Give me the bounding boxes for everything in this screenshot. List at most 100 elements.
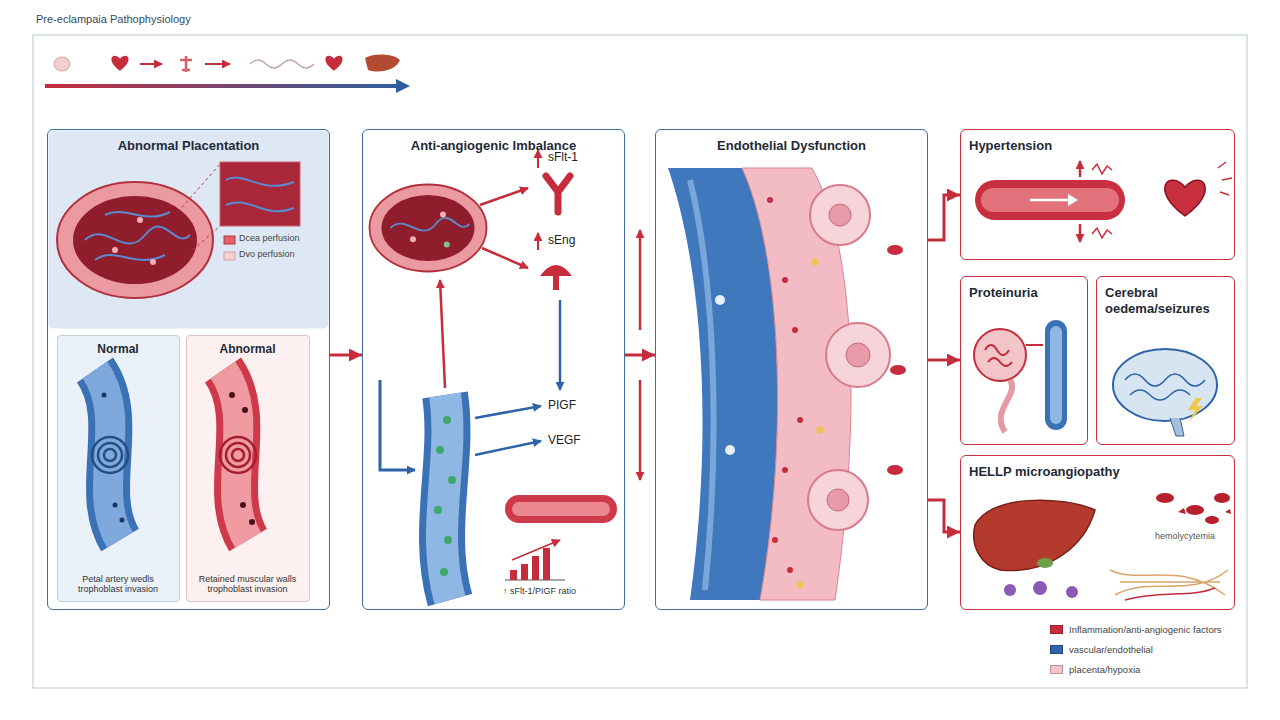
legend-row: Inflammation/anti-angiogenic factors [1050, 619, 1222, 639]
factor-arrows [475, 441, 541, 455]
timeline-icons [180, 56, 192, 72]
endothelium-drawing [797, 417, 803, 423]
factor-name: sFlt-1 [548, 150, 578, 164]
flow-arrow [625, 354, 655, 357]
placenta-drawing [105, 212, 170, 217]
blood-vessel [436, 446, 444, 454]
blood-vessel [443, 416, 451, 424]
kidney-drawing [1026, 344, 1043, 346]
receptor-symbol [540, 265, 572, 276]
endothelium-drawing [787, 567, 793, 573]
factor-arrows [639, 380, 642, 480]
normal-artery [98, 443, 122, 467]
hellp-drawing [1125, 588, 1215, 600]
hypertension-drawing [1218, 162, 1232, 195]
stage-panel: Abnormal PlacentationNormalPetal artery … [47, 129, 330, 610]
hellp-drawing [1178, 508, 1231, 514]
comparison-box: AbnormalRetained muscular walls trophobl… [186, 335, 310, 602]
perfusion-key: Dvo perfusion [239, 249, 295, 260]
timeline-icons [54, 57, 70, 71]
normal-artery [92, 437, 128, 473]
hypertension-drawing [975, 180, 1125, 220]
hellp-drawing [1037, 558, 1053, 568]
flow-arrow [928, 500, 960, 532]
hellp-drawing [1156, 493, 1174, 503]
outcome-panel: Cerebral oedema/seizures [1096, 276, 1235, 445]
hypertension-drawing [1079, 161, 1082, 177]
legend-row: vascular/endothelial [1050, 639, 1222, 659]
panel-fill [49, 131, 329, 603]
kidney-drawing [974, 320, 1067, 432]
endothelium-drawing [668, 168, 906, 600]
timeline-icons [250, 60, 314, 68]
placenta-drawing [444, 242, 450, 248]
panel-fill [57, 335, 180, 602]
endothelium-drawing [829, 204, 851, 226]
normal-artery [92, 370, 128, 540]
node-heading: Anti-angiogenic Imbalance [371, 138, 616, 154]
normal-artery [120, 518, 125, 523]
stage-panel: Endothelial Dysfunction [655, 129, 928, 610]
perfusion-key: Dcea perfusion [239, 233, 300, 244]
endothelium-drawing [782, 467, 788, 473]
blood-vessel [440, 568, 448, 576]
node-caption: Petal artery wedls trophoblast invasion [64, 574, 173, 595]
kidney-drawing [985, 345, 1012, 366]
placenta-drawing [370, 185, 487, 272]
kidney-drawing [974, 329, 1026, 381]
placenta-drawing [57, 182, 213, 298]
hypertension-drawing [1092, 228, 1112, 238]
abnormal-artery [220, 370, 256, 540]
blood-vessel [512, 502, 610, 516]
factor-arrows [537, 233, 539, 250]
ratio-chart [521, 564, 528, 580]
endothelium-drawing [817, 427, 824, 434]
placenta-drawing [150, 259, 156, 265]
node-heading: Abnormal Placentation [56, 138, 321, 154]
legend-swatch [1050, 625, 1063, 634]
endothelium-drawing [887, 465, 903, 475]
timeline-icons [396, 79, 410, 93]
timeline-icons [205, 63, 230, 65]
node-heading: Cerebral oedema/seizures [1105, 285, 1226, 316]
normal-artery [104, 449, 116, 461]
node-caption: Retained muscular walls trophoblast inva… [193, 574, 303, 595]
hellp-drawing [1033, 581, 1047, 595]
placenta-drawing [137, 217, 143, 223]
factor-arrows [380, 380, 415, 470]
placenta-drawing [95, 255, 165, 260]
flow-arrow [928, 195, 960, 240]
factor-name: VEGF [548, 433, 581, 447]
hypertension-drawing [1030, 199, 1068, 202]
abnormal-artery [226, 443, 250, 467]
brain-drawing [1113, 349, 1217, 436]
factor-name: sEng [548, 233, 575, 247]
finding-label: hemolycytemia [1155, 531, 1215, 542]
timeline-icons [140, 63, 162, 65]
timeline-icons [365, 54, 400, 71]
placenta-drawing [391, 218, 470, 231]
abnormal-artery [242, 407, 248, 413]
kidney-drawing [1050, 326, 1062, 424]
blood-vessel [505, 495, 617, 523]
node-heading: HELLP microangiopathy [969, 464, 1226, 480]
legend-text: Inflammation/anti-angiogenic factors [1069, 624, 1222, 635]
legend-row: placenta/hypoxia [1050, 659, 1222, 679]
placenta-drawing [382, 195, 475, 261]
blood-vessel [434, 395, 617, 600]
endothelium-drawing [808, 470, 868, 530]
node-heading: Endothelial Dysfunction [664, 138, 919, 154]
endothelium-drawing [725, 445, 735, 455]
endothelium-drawing [792, 327, 798, 333]
kidney-drawing [1045, 320, 1067, 430]
placenta-drawing [370, 185, 487, 272]
endothelium-drawing [846, 343, 870, 367]
node-heading: Hypertension [969, 138, 1226, 154]
stage-panel: Anti-angiogenic Imbalance [362, 129, 625, 610]
outcome-panel: Proteinuria [960, 276, 1088, 445]
hypertension-drawing [1068, 194, 1078, 206]
factor-arrows [482, 248, 528, 268]
endothelium-drawing [826, 323, 890, 387]
